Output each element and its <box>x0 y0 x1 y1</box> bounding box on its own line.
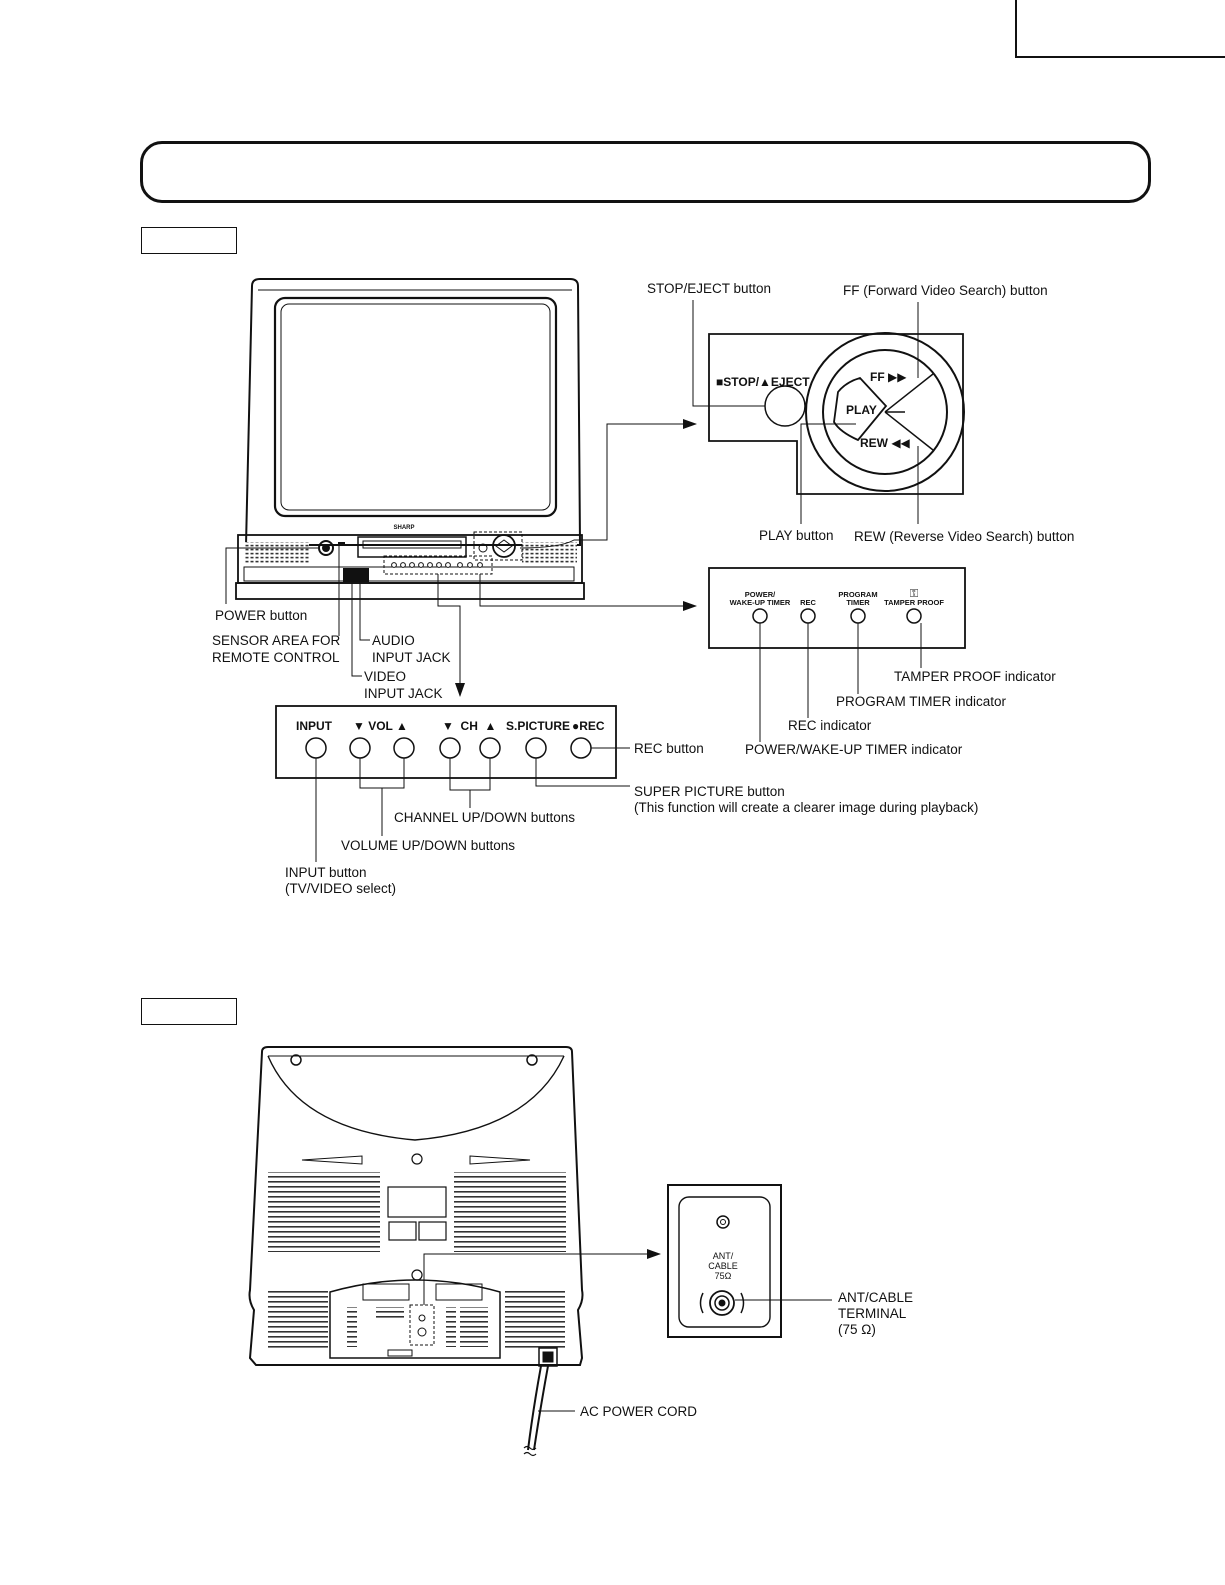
panel-rec-indicator: REC <box>800 598 816 607</box>
panel-input: INPUT <box>296 719 332 733</box>
super-picture-label-1: SUPER PICTURE button <box>634 784 785 799</box>
panel-power-line1: POWER/ <box>744 590 776 599</box>
video-label-1: VIDEO <box>364 669 407 684</box>
tamper-indicator-label: TAMPER PROOF indicator <box>894 669 1056 684</box>
rec-indicator-label: REC indicator <box>788 718 872 733</box>
panel-power-wakeup: POWER/ WAKE-UP TIMER <box>722 591 798 607</box>
play-label: PLAY button <box>759 528 834 543</box>
section-title-box <box>140 141 1151 203</box>
audio-label-2: INPUT JACK <box>372 650 451 665</box>
rear-view-tag <box>141 998 237 1025</box>
audio-label-1: AUDIO <box>372 633 415 648</box>
input-label-1: INPUT button <box>285 865 367 880</box>
sensor-label-2: REMOTE CONTROL <box>212 650 340 665</box>
tv-rear-illustration <box>248 1046 584 1457</box>
panel-vol: ▼ VOL ▲ <box>353 719 408 733</box>
key-icon: ⚿ <box>910 588 918 600</box>
video-label-2: INPUT JACK <box>364 686 443 701</box>
front-leader-lines <box>225 300 922 862</box>
channel-buttons-label: CHANNEL UP/DOWN buttons <box>394 810 576 825</box>
panel-tamper-proof: TAMPER PROOF <box>884 598 944 607</box>
panel-program-line2: TIMER <box>846 598 870 607</box>
terminal-line2: CABLE <box>708 1261 738 1271</box>
power-wakeup-label: POWER/WAKE-UP TIMER indicator <box>745 742 963 757</box>
ff-label: FF (Forward Video Search) button <box>843 283 1048 298</box>
ac-power-cord-label: AC POWER CORD <box>580 1404 698 1419</box>
panel-spicture: S.PICTURE <box>506 719 571 733</box>
terminal-panel-text: ANT/ CABLE 75Ω <box>692 1251 754 1281</box>
brand-logo: SHARP <box>393 525 414 531</box>
panel-ff: FF ▶▶ <box>870 370 907 384</box>
panel-program-timer: PROGRAM TIMER <box>828 591 888 607</box>
front-view-tag <box>141 227 237 254</box>
panel-ch: ▼ CH ▲ <box>442 719 497 733</box>
panel-power-line2: WAKE-UP TIMER <box>729 598 791 607</box>
tv-front-illustration <box>235 278 585 600</box>
super-picture-label-2: (This function will create a clearer ima… <box>634 800 979 815</box>
stop-eject-label: STOP/EJECT button <box>647 281 772 296</box>
rear-leader-lines <box>423 1249 832 1412</box>
ant-cable-label-3: (75 Ω) <box>838 1322 876 1337</box>
terminal-panel-drawing <box>667 1184 782 1338</box>
program-timer-label: PROGRAM TIMER indicator <box>836 694 1007 709</box>
panel-rec: ●REC <box>572 719 605 733</box>
control-panel-drawing <box>275 705 617 779</box>
volume-buttons-label: VOLUME UP/DOWN buttons <box>341 838 516 853</box>
panel-rew: REW ◀◀ <box>860 436 910 450</box>
ant-cable-label-1: ANT/CABLE <box>838 1290 914 1305</box>
ant-cable-label-2: TERMINAL <box>838 1306 907 1321</box>
power-label: POWER button <box>215 608 308 623</box>
rew-label: REW (Reverse Video Search) button <box>854 529 1075 544</box>
transport-panel-drawing <box>708 332 965 495</box>
panel-play: PLAY <box>846 403 877 417</box>
terminal-line3: 75Ω <box>714 1271 732 1281</box>
terminal-line1: ANT/ <box>712 1251 734 1261</box>
panel-program-line1: PROGRAM <box>838 590 878 599</box>
indicator-panel-drawing <box>708 567 966 649</box>
input-label-2: (TV/VIDEO select) <box>285 881 397 896</box>
sensor-label-1: SENSOR AREA FOR <box>212 633 341 648</box>
rec-button-label: REC button <box>634 741 704 756</box>
page-corner-tab <box>1015 0 1225 58</box>
panel-stop-eject: ■STOP/▲EJECT <box>716 375 810 389</box>
